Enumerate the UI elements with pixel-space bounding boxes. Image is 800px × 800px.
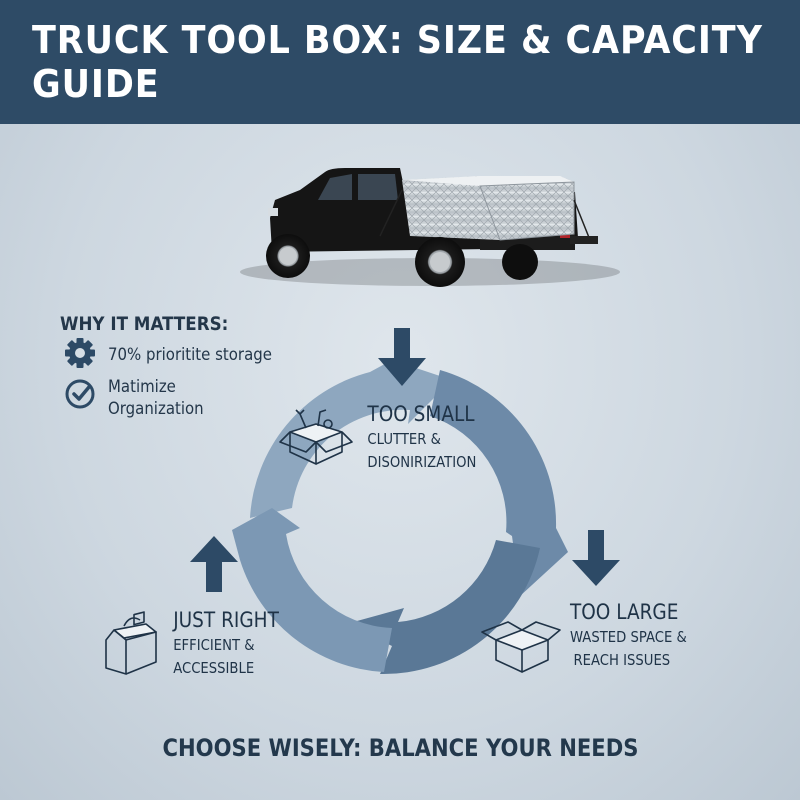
- too-small-line2: DISONIRIZATION: [367, 453, 477, 471]
- arrow-segment-left: [232, 508, 392, 672]
- tool-box-on-bed: [379, 176, 591, 241]
- check-circle-icon: [65, 379, 95, 409]
- too-large-title: TOO LARGE: [569, 600, 679, 624]
- footer-tagline: CHOOSE WISELY: BALANCE YOUR NEEDS: [0, 734, 800, 762]
- just-right-title: JUST RIGHT: [173, 608, 279, 632]
- too-large-label: TOO LARGE WASTED SPACE & REACH ISSUES: [562, 600, 695, 672]
- arrow-segment-right: [430, 370, 568, 596]
- too-small-line1: CLUTTER &: [367, 430, 441, 448]
- footer-text: CHOOSE WISELY: BALANCE YOUR NEEDS: [161, 734, 639, 762]
- too-small-label: TOO SMALL CLUTTER & DISONIRIZATION: [360, 402, 484, 474]
- why-item-storage: 70% prioritite storage: [108, 345, 272, 365]
- arrow-segment-top: [250, 360, 452, 518]
- too-small-title: TOO SMALL: [367, 402, 475, 426]
- page-title: TRUCK TOOL BOX: SIZE & CAPACITY GUIDE: [32, 18, 763, 106]
- why-item-organization-line1: Matimize: [108, 377, 176, 397]
- just-right-label: JUST RIGHT EFFICIENT & ACCESSIBLE: [166, 608, 286, 680]
- down-arrow-right: [572, 530, 620, 586]
- toolbox-icon: [105, 611, 157, 675]
- cycle-diagram: [232, 360, 568, 675]
- gear-icon: [65, 338, 95, 368]
- down-arrow-top: [378, 328, 426, 386]
- truck-illustration: [240, 168, 620, 287]
- arrow-segment-bottom: [346, 540, 540, 675]
- why-item-organization: Matimize Organization: [108, 376, 231, 420]
- just-right-line2: ACCESSIBLE: [173, 659, 255, 677]
- open-box-icon: [481, 621, 561, 673]
- too-large-line2: REACH ISSUES: [573, 651, 671, 669]
- up-arrow-left: [190, 536, 238, 592]
- open-box-tools-icon: [279, 409, 353, 465]
- why-title: WHY IT MATTERS:: [60, 313, 229, 335]
- header-banner: TRUCK TOOL BOX: SIZE & CAPACITY GUIDE: [0, 0, 800, 124]
- why-item-organization-line2: Organization: [108, 399, 204, 419]
- just-right-line1: EFFICIENT &: [173, 636, 255, 654]
- too-large-line1: WASTED SPACE &: [569, 628, 687, 646]
